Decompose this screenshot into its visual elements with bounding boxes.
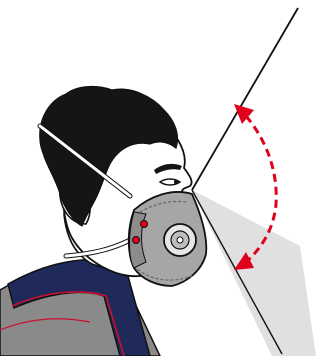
strap-clip-bottom <box>133 237 140 244</box>
reference-line-vertical <box>192 8 298 190</box>
exhalation-valve-icon <box>164 224 196 256</box>
strap-clip-top <box>141 221 148 228</box>
angle-shaded-region <box>192 190 316 356</box>
